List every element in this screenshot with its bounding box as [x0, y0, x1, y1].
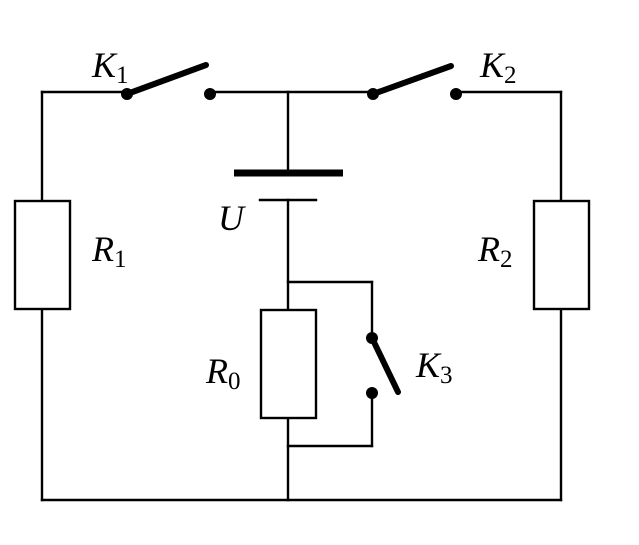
label-u: U: [218, 198, 246, 238]
label-r0-sub: 0: [228, 368, 241, 395]
left-branch-wire: [40, 90, 129, 502]
label-r1-sub: 1: [114, 246, 127, 273]
switch-k2-contact-right: [450, 88, 462, 100]
label-r1: R1: [91, 229, 127, 273]
right-branch-wire: [454, 90, 563, 502]
label-k2: K2: [479, 45, 517, 89]
switch-k2-contact-left: [367, 88, 379, 100]
k3-bypass-wire: [286, 280, 374, 448]
switch-k1-blade: [124, 62, 209, 97]
label-k1-sub: 1: [116, 62, 129, 89]
switch-k2-blade: [370, 63, 454, 97]
battery-u: [234, 169, 343, 202]
switch-k1-contact-right: [204, 88, 216, 100]
resistor-r1: [13, 199, 72, 311]
switch-k2: [367, 63, 462, 100]
label-k2-sub: 2: [504, 62, 517, 89]
label-k3: K3: [415, 345, 453, 389]
resistor-r2: [532, 199, 591, 311]
switch-k1-contact-left: [121, 88, 133, 100]
switch-k3: [366, 332, 401, 399]
label-r2-sub: 2: [500, 246, 513, 273]
switch-k3-contact-top: [366, 332, 378, 344]
switch-k3-contact-bottom: [366, 387, 378, 399]
resistor-r0: [259, 308, 318, 420]
label-r2: R2: [477, 229, 513, 273]
switch-k1: [121, 62, 216, 100]
label-r0: R0: [205, 351, 241, 395]
switch-k3-blade: [369, 335, 401, 395]
label-k3-sub: 3: [440, 362, 453, 389]
label-k1: K1: [91, 45, 129, 89]
